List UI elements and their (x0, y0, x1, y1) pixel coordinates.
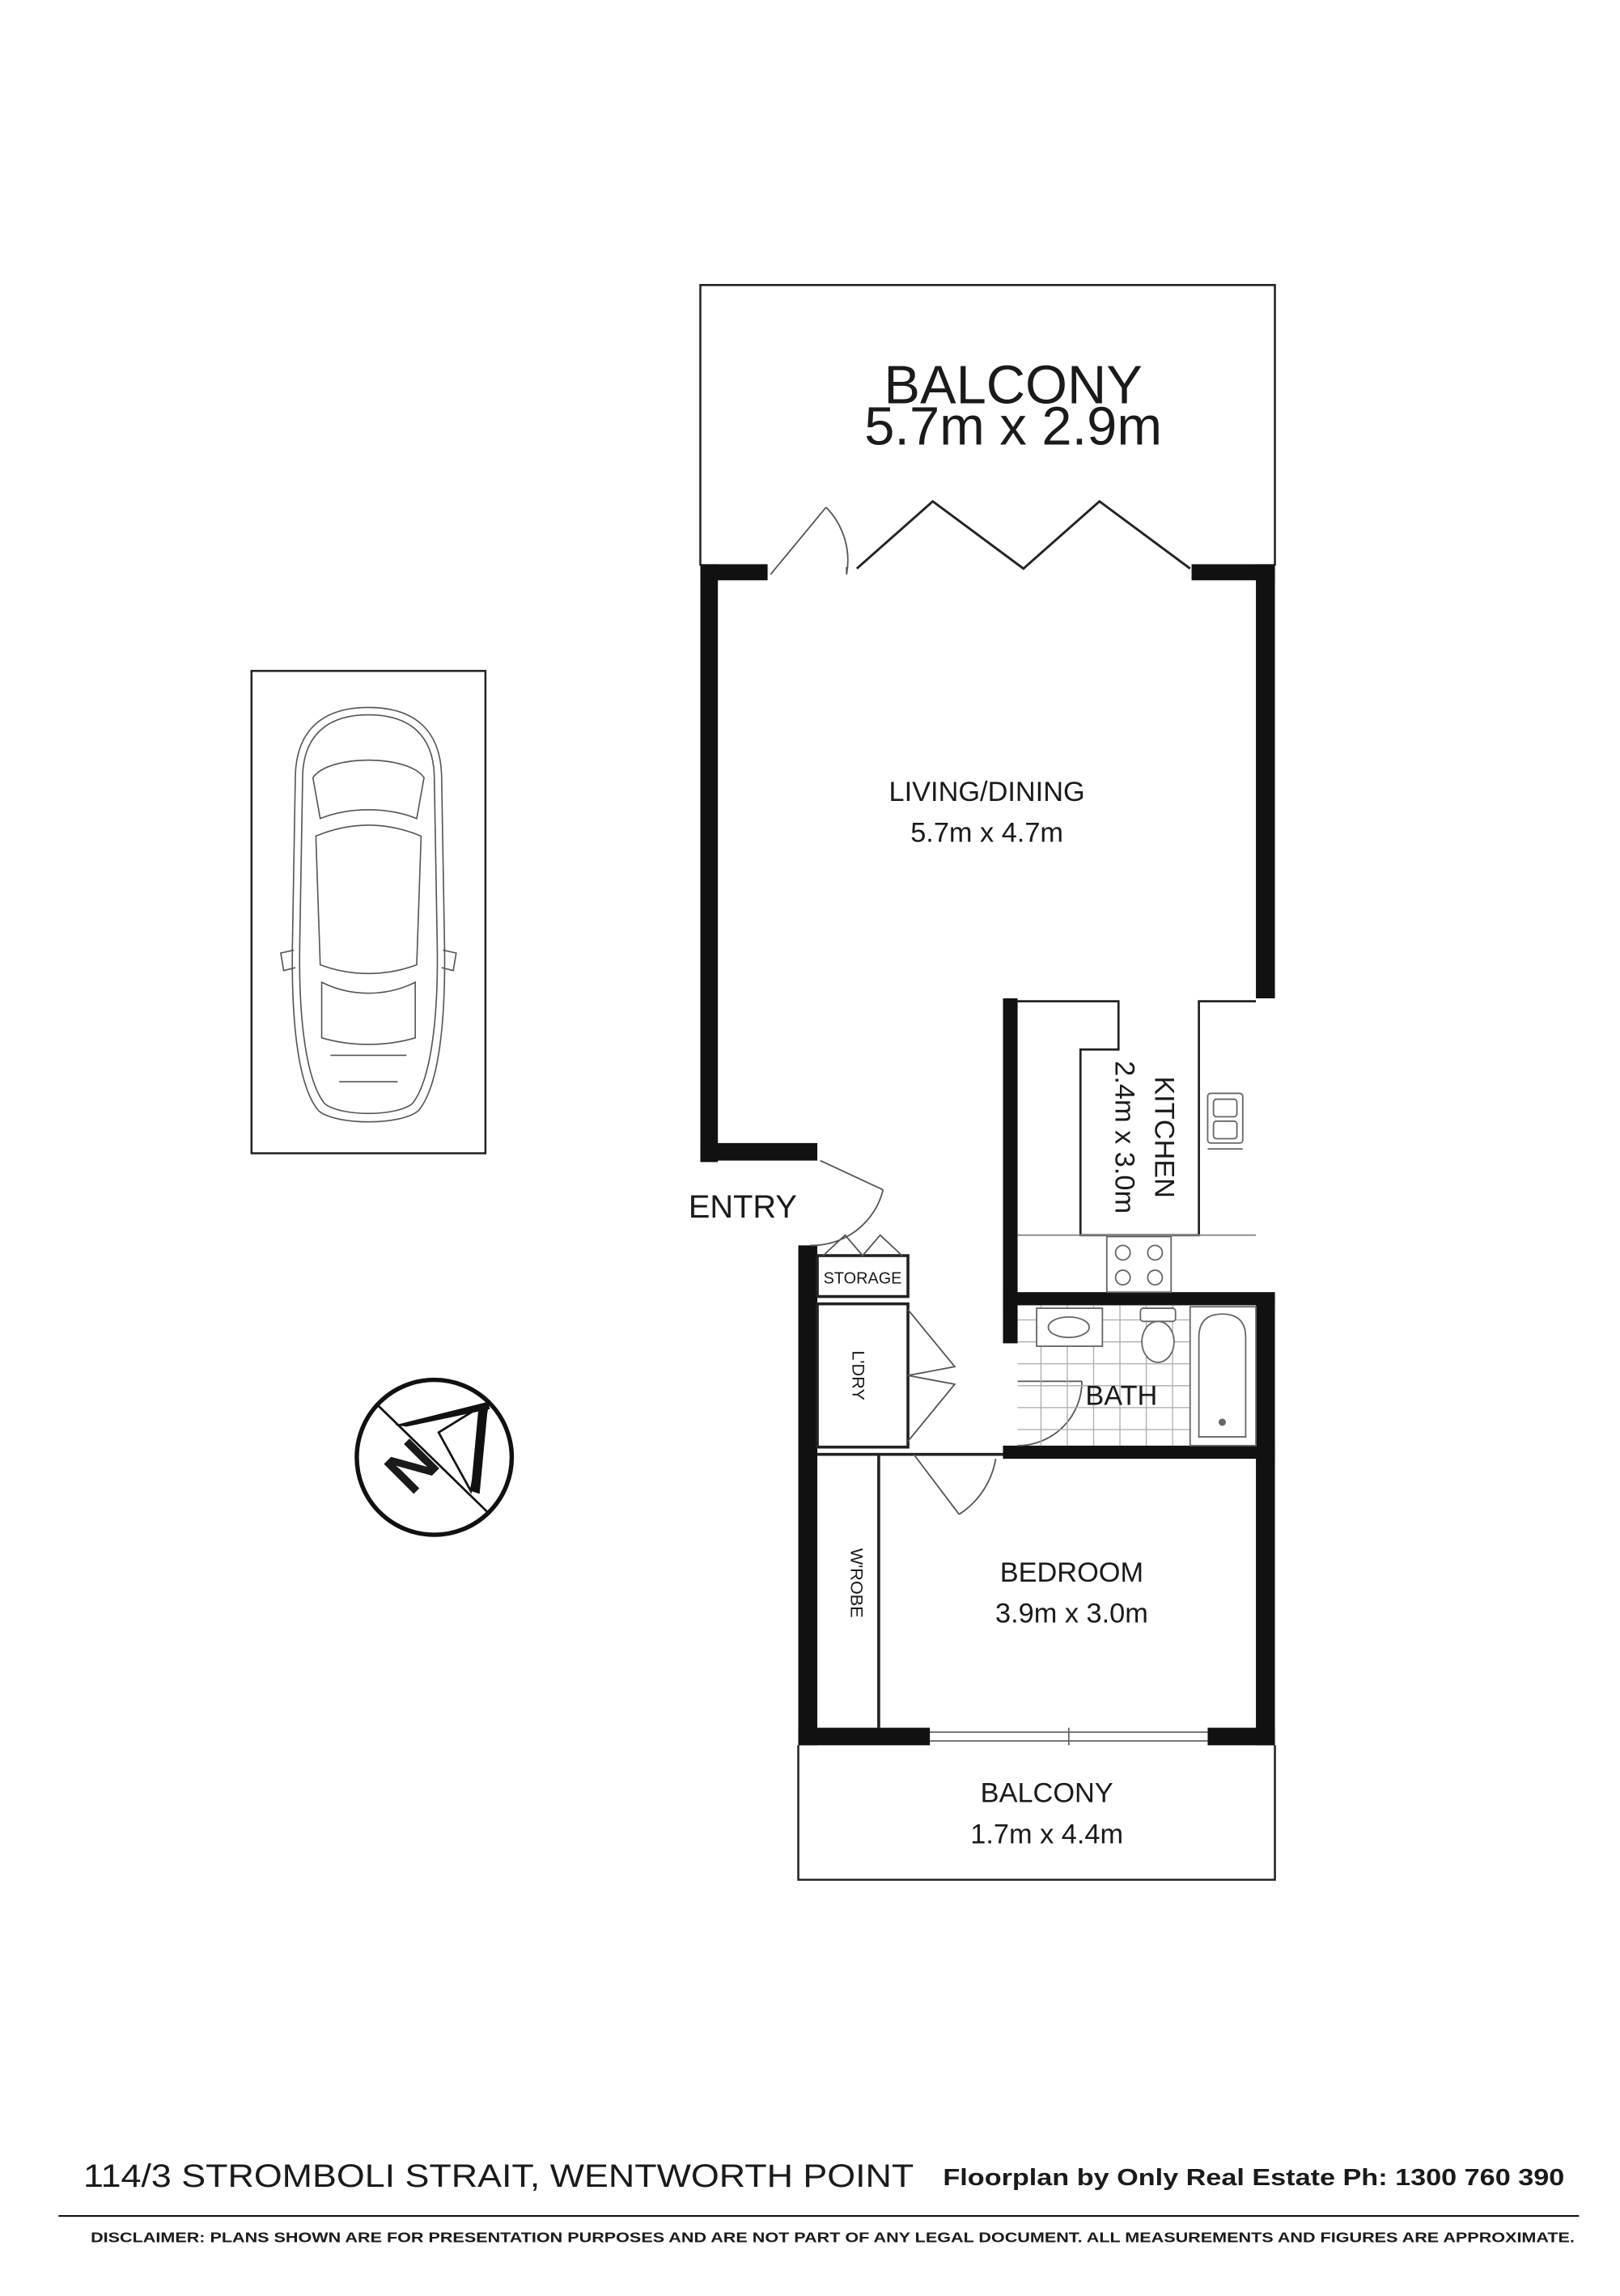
storage-name: STORAGE (824, 1269, 902, 1287)
entry-door (809, 1159, 884, 1247)
bath-sink-icon (1036, 1307, 1104, 1347)
footer-credit: Floorplan by Only Real Estate Ph: 1300 7… (943, 2165, 1564, 2191)
door-swing-icon (770, 506, 849, 575)
sink-icon (1207, 1092, 1244, 1150)
bath-name: BATH (1085, 1380, 1157, 1411)
laundry-storage-partitions (816, 1254, 1003, 1728)
bedroom-door (913, 1454, 997, 1515)
laundry-name: L'DRY (848, 1350, 868, 1400)
bedroom-name: BEDROOM (1000, 1557, 1143, 1588)
cooktop-icon (1105, 1235, 1173, 1294)
kitchen-size: 2.4m x 3.0m (1109, 1061, 1140, 1214)
car-icon (280, 706, 457, 1123)
balcony-top-size: 5.7m x 2.9m (864, 396, 1162, 456)
toilet-icon (1139, 1307, 1177, 1363)
footer-address: 114/3 STROMBOLI STRAIT, WENTWORTH POINT (83, 2158, 914, 2194)
bedroom-window (930, 1727, 1208, 1746)
bathtub-icon (1189, 1306, 1257, 1447)
car-space (250, 670, 487, 1154)
bath-door (1017, 1380, 1083, 1447)
bifold-door (855, 499, 1191, 570)
entry-label: ENTRY (689, 1189, 797, 1225)
walls (700, 564, 1275, 1746)
storage-doors (822, 1234, 903, 1257)
balcony-bottom-size: 1.7m x 4.4m (970, 1819, 1123, 1849)
kitchen (1017, 1000, 1257, 1237)
bedroom-size: 3.9m x 3.0m (995, 1599, 1148, 1629)
compass-letter: N (372, 1426, 452, 1506)
living-size: 5.7m x 4.7m (910, 818, 1063, 849)
footer-disclaimer: DISCLAIMER: PLANS SHOWN ARE FOR PRESENTA… (91, 2230, 1575, 2246)
wardrobe-name: W'ROBE (847, 1548, 867, 1618)
balcony-bottom-name: BALCONY (981, 1778, 1113, 1809)
kitchen-name: KITCHEN (1148, 1076, 1179, 1198)
living-name: LIVING/DINING (889, 777, 1085, 807)
balcony-bottom (797, 1745, 1276, 1881)
north-arrow-icon (354, 1377, 515, 1537)
balcony-top (699, 284, 1276, 566)
laundry-doors (907, 1309, 956, 1442)
balcony-top-name: BALCONY (884, 355, 1142, 416)
